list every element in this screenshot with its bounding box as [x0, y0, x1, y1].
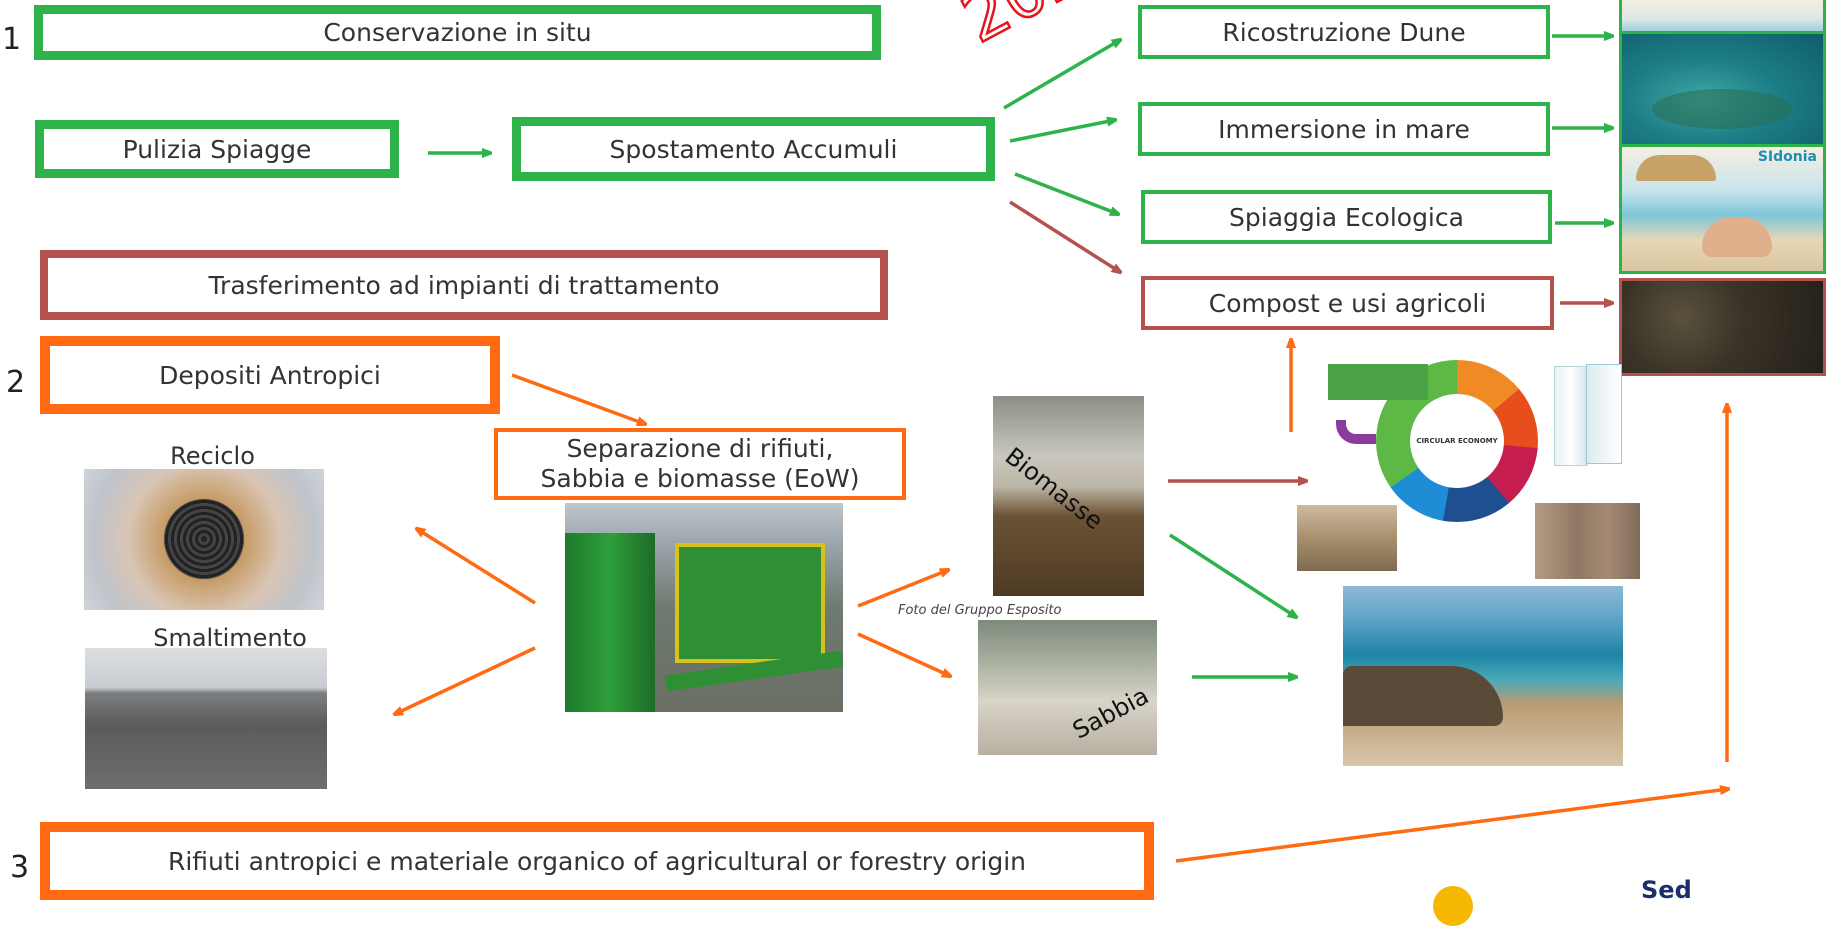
box-conservazione: Conservazione in situ [34, 5, 881, 60]
arrow-to-smaltimento [395, 646, 536, 714]
row-number-1: 1 [2, 22, 22, 57]
box-pulizia-spiagge: Pulizia Spiagge [35, 120, 399, 178]
label-smaltimento: Smaltimento [153, 624, 307, 652]
leaf-banner [1328, 364, 1428, 400]
arrow-to-reciclo [417, 529, 536, 605]
photo-sunglasses [1297, 505, 1397, 571]
photo-reciclo [84, 469, 324, 610]
photo-beach [1343, 586, 1623, 766]
logo-text: Sed [1641, 876, 1692, 904]
box-rifiuti-antropici: Rifiuti antropici e materiale organico o… [40, 822, 1154, 900]
arrow-to-sabbia [857, 632, 950, 676]
arrow-to-spiaggia [1014, 172, 1118, 214]
photo-impianto [565, 503, 843, 712]
arrow-to-biomasse [857, 570, 948, 608]
green-tank-shape [565, 533, 655, 712]
photo-sabbia: Sabbia [978, 620, 1157, 755]
beach-person-shape [1702, 217, 1772, 257]
product-tube [1554, 366, 1588, 466]
sidonia-brand: SIdonia [1757, 149, 1817, 165]
arrow-to-ricostruzione [1003, 40, 1120, 110]
umbrella-shape [1636, 155, 1716, 181]
arrow-to-compost [1009, 200, 1120, 272]
arrow-to-immersione [1009, 120, 1115, 143]
connector-arrows [0, 0, 1826, 863]
box-compost: Compost e usi agricoli [1141, 276, 1554, 330]
partner-logo: Sed [1415, 876, 1715, 926]
photo-compost [1619, 278, 1826, 376]
sun-icon [1433, 886, 1473, 926]
photo-smaltimento [85, 648, 327, 789]
box-separazione: Separazione di rifiuti, Sabbia e biomass… [494, 428, 906, 500]
box-spiaggia-ecologica: Spiaggia Ecologica [1141, 190, 1552, 244]
label-reciclo: Reciclo [170, 442, 255, 470]
photo-panels [1535, 503, 1640, 579]
photo-sea-immersion [1619, 34, 1826, 144]
product-box [1586, 364, 1622, 464]
arrow-rifiuti-right [1175, 789, 1728, 863]
photo-biomasse: Biomasse [993, 396, 1144, 596]
photo-spiaggia-ecologica: SIdonia [1619, 144, 1826, 274]
box-spostamento-accumuli: Spostamento Accumuli [512, 117, 995, 181]
machine-shape [675, 543, 825, 663]
circular-economy-graphic: CIRCULAR ECONOMY [1328, 360, 1648, 534]
purple-return-arrow-icon [1336, 420, 1376, 444]
spool-shape [164, 499, 244, 579]
box-trasferimento: Trasferimento ad impianti di trattamento [40, 250, 888, 320]
label-sabbia: Sabbia [1068, 681, 1154, 745]
photo-dune [1619, 0, 1826, 34]
label-biomasse: Biomasse [999, 442, 1109, 536]
row-number-3: 3 [10, 850, 30, 885]
posidonia-bank [1343, 666, 1503, 726]
box-ricostruzione-dune: Ricostruzione Dune [1138, 5, 1550, 59]
box-immersione-mare: Immersione in mare [1138, 102, 1550, 156]
arrow-depositi-separazione [511, 373, 645, 424]
row-number-2: 2 [6, 365, 26, 400]
arrow-biomasse-beach [1169, 533, 1296, 617]
seagrass-patch [1652, 89, 1792, 129]
box-depositi-antropici: Depositi Antropici [40, 336, 500, 414]
photo-credit: Foto del Gruppo Esposito [898, 603, 1062, 618]
circular-center: CIRCULAR ECONOMY [1410, 394, 1504, 488]
